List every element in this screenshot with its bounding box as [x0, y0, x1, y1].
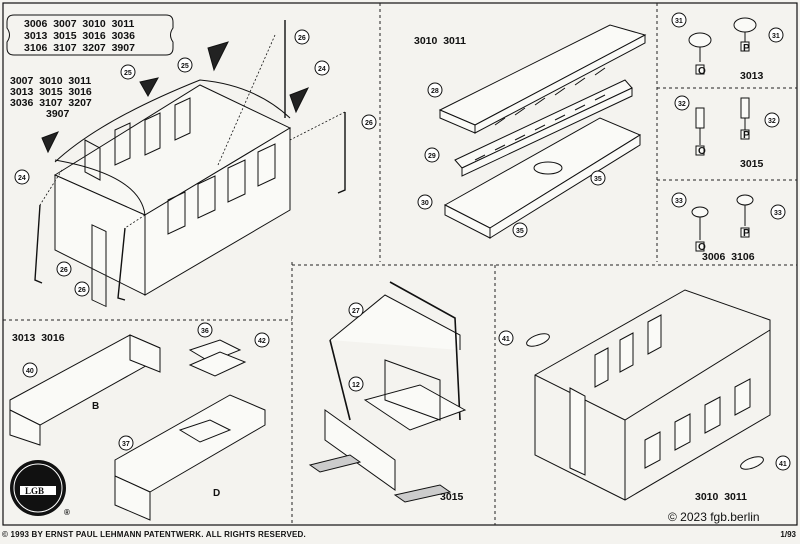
- callout-29: [424, 147, 440, 163]
- callout-26c: [56, 261, 72, 277]
- callout-32a: [674, 95, 690, 111]
- callout-32a-label: 32: [678, 101, 686, 108]
- roof-drawing: [438, 24, 647, 239]
- credit-text: © 2023 fgb.berlin: [668, 510, 760, 524]
- callout-29-label: 29: [428, 153, 436, 160]
- callout-36-label: 36: [201, 328, 209, 335]
- callout-33b-label: 33: [774, 210, 782, 217]
- callout-35b: [512, 222, 528, 238]
- callout-42-label: 42: [258, 338, 266, 345]
- callout-42: [254, 332, 270, 348]
- callout-25a: [177, 57, 193, 73]
- roof-vents: [474, 67, 606, 161]
- callout-31b-label: 31: [772, 33, 780, 40]
- letter-o-1: O: [698, 66, 706, 77]
- body-models: 3010 3011: [695, 491, 747, 503]
- callout-25b-label: 25: [124, 70, 132, 77]
- callout-26a: [294, 29, 310, 45]
- copyright-text: © 1993 BY ERNST PAUL LEHMANN PATENTWERK.…: [2, 530, 306, 539]
- callout-35a: [590, 170, 606, 186]
- letter-p-3: P: [743, 228, 750, 239]
- letter-o-2: O: [698, 146, 706, 157]
- coach-windows: [84, 97, 276, 235]
- callout-33a: [671, 192, 687, 208]
- main-models-line-4: 3907: [46, 108, 70, 120]
- callout-26c-label: 26: [60, 267, 68, 274]
- letter-p-1: P: [743, 43, 750, 54]
- callout-28: [427, 82, 443, 98]
- main-models-line-2: 3013 3015 3016: [10, 86, 92, 98]
- step-parts: [688, 17, 757, 252]
- lgb-logo: LGB: [10, 460, 66, 516]
- callout-37: [118, 435, 134, 451]
- step-models-b: 3015: [740, 158, 764, 170]
- callout-24b-label: 24: [18, 175, 26, 182]
- callout-41a-label: 41: [502, 336, 510, 343]
- callout-32b: [764, 112, 780, 128]
- callout-32b-label: 32: [768, 118, 776, 125]
- callout-41b: [775, 455, 791, 471]
- platform-models: 3015: [440, 491, 464, 503]
- callout-41a: [498, 330, 514, 346]
- letter-p-2: P: [743, 130, 750, 141]
- callout-24a-label: 24: [318, 66, 326, 73]
- callout-24b: [14, 169, 30, 185]
- letter-b: B: [92, 401, 100, 412]
- coach-shell-drawing: [53, 79, 292, 308]
- callout-26d: [74, 281, 90, 297]
- callout-30: [417, 194, 433, 210]
- callout-26b-label: 26: [365, 120, 373, 127]
- callout-37-label: 37: [122, 441, 130, 448]
- callout-35b-label: 35: [516, 228, 524, 235]
- callout-31a: [671, 12, 687, 28]
- letter-o-3: O: [698, 242, 706, 253]
- main-models-line-1: 3007 3010 3011: [10, 75, 92, 87]
- callout-33b: [770, 204, 786, 220]
- panel-dividers: [3, 3, 797, 525]
- callout-28-label: 28: [431, 88, 439, 95]
- callout-36: [197, 322, 213, 338]
- header-models-line-3: 3106 3107 3207 3907: [24, 42, 135, 54]
- callout-12-label: 12: [352, 382, 360, 389]
- registered-mark: ®: [64, 508, 70, 517]
- step-models-c: 3006 3106: [702, 251, 755, 263]
- body-drawing: [526, 289, 771, 501]
- callout-26b: [361, 114, 377, 130]
- lgb-logo-text: LGB: [25, 486, 44, 496]
- callout-30-label: 30: [421, 200, 429, 207]
- callout-25b: [120, 64, 136, 80]
- handrails: [34, 20, 346, 301]
- callout-26d-label: 26: [78, 287, 86, 294]
- header-models-line-2: 3013 3015 3016 3036: [24, 30, 135, 42]
- callout-24a: [314, 60, 330, 76]
- callout-26a-label: 26: [298, 35, 306, 42]
- callout-31a-label: 31: [675, 18, 683, 25]
- header-models-line-1: 3006 3007 3010 3011: [24, 18, 135, 30]
- step-models-a: 3013: [740, 70, 764, 82]
- letter-d: D: [213, 488, 221, 499]
- callout-41b-label: 41: [779, 461, 787, 468]
- callout-40-label: 40: [26, 368, 34, 375]
- interior-drawing: [9, 334, 266, 521]
- platform-drawing: [308, 281, 467, 503]
- callout-27-label: 27: [352, 308, 360, 315]
- callout-27: [348, 302, 364, 318]
- callout-markers: 24 24 25 25 26 26 26 26 27 12 28 29 30 3…: [14, 12, 791, 471]
- callout-40: [22, 362, 38, 378]
- date-code: 1/93: [780, 530, 796, 539]
- main-models-line-3: 3036 3107 3207: [10, 97, 92, 109]
- callout-35a-label: 35: [594, 176, 602, 183]
- header-model-box: [6, 14, 174, 56]
- callout-33a-label: 33: [675, 198, 683, 205]
- callout-25a-label: 25: [181, 63, 189, 70]
- roof-models: 3010 3011: [414, 35, 466, 47]
- interior-models: 3013 3016: [12, 332, 65, 344]
- callout-31b: [768, 27, 784, 43]
- callout-12: [348, 376, 364, 392]
- step-brackets: [41, 41, 310, 154]
- leader-lines: [39, 34, 346, 229]
